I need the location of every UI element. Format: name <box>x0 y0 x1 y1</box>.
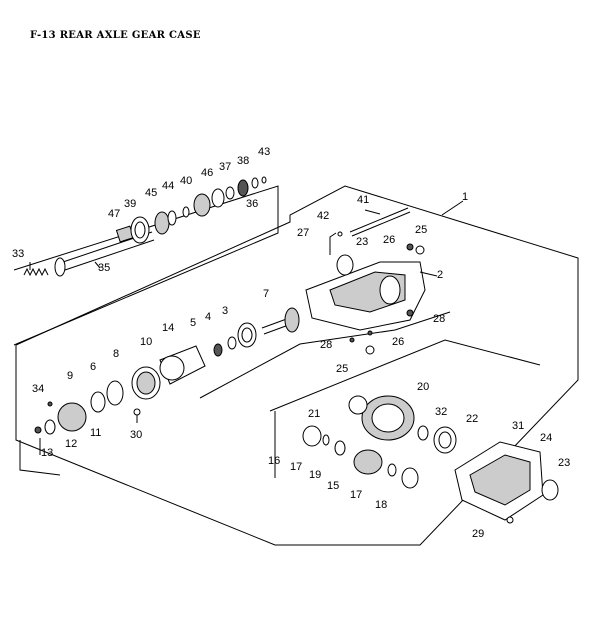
callout-26: 26 <box>383 234 395 246</box>
callout-8: 8 <box>113 348 119 360</box>
rod-41 <box>349 207 411 237</box>
housing-subgroup-outline <box>39 311 541 478</box>
callout-43: 43 <box>258 146 270 158</box>
callout-30: 30 <box>130 429 142 441</box>
callout-37: 37 <box>219 161 231 173</box>
callout-18: 18 <box>375 499 387 511</box>
callout-29: 29 <box>472 528 484 540</box>
callout-23-2: 23 <box>356 236 368 248</box>
main-assembly-outline <box>15 185 579 546</box>
callout-3: 3 <box>222 305 228 317</box>
callout-34: 34 <box>32 383 44 395</box>
callout-27: 27 <box>297 227 309 239</box>
bearings-22-32 <box>417 425 457 454</box>
callout-44: 44 <box>162 180 174 192</box>
callout-39: 39 <box>124 198 136 210</box>
callout-9: 9 <box>67 370 73 382</box>
callout-6: 6 <box>90 361 96 373</box>
callout-31: 31 <box>512 420 524 432</box>
middle-parts-row <box>34 322 257 435</box>
leader-lines <box>29 200 464 277</box>
diagram-title: F-13 REAR AXLE GEAR CASE <box>30 30 201 41</box>
callout-15: 15 <box>327 480 339 492</box>
axle-shaft-35 <box>54 225 155 277</box>
callout-20: 20 <box>417 381 429 393</box>
callout-11: 11 <box>90 427 101 439</box>
callout-4: 4 <box>205 311 211 323</box>
callout-47: 47 <box>108 208 120 220</box>
callout-46: 46 <box>201 167 213 179</box>
callout-14: 14 <box>162 322 174 334</box>
callout-7: 7 <box>263 288 269 300</box>
callout-45: 45 <box>145 187 157 199</box>
callout-23: 23 <box>558 457 570 469</box>
callout-16: 16 <box>268 455 280 467</box>
callout-35: 35 <box>98 262 110 274</box>
callout-13: 13 <box>41 447 53 459</box>
spring-33 <box>23 267 49 277</box>
callout-26-2: 26 <box>392 336 404 348</box>
callout-10: 10 <box>140 336 152 348</box>
callout-22: 22 <box>466 413 478 425</box>
pinion-15 <box>302 425 419 489</box>
small-fittings <box>329 231 425 355</box>
callout-36: 36 <box>246 198 258 210</box>
callout-40: 40 <box>180 175 192 187</box>
callout-28-2: 28 <box>320 339 332 351</box>
callout-1: 1 <box>462 191 468 203</box>
callout-28: 28 <box>433 313 445 325</box>
callout-33: 33 <box>12 248 24 260</box>
callout-5: 5 <box>190 317 196 329</box>
callout-17: 17 <box>290 461 302 473</box>
callout-41: 41 <box>357 194 369 206</box>
ring-gear-20 <box>348 395 415 441</box>
gear-case-cover-31 <box>454 441 559 524</box>
callout-25-2: 25 <box>336 363 348 375</box>
callout-24: 24 <box>540 432 552 444</box>
gear-case-housing-2 <box>305 254 426 331</box>
shaft-parts-row <box>130 176 267 244</box>
callout-25: 25 <box>415 224 427 236</box>
callout-32: 32 <box>435 406 447 418</box>
callout-42: 42 <box>317 210 329 222</box>
axle-shaft-group-outline <box>13 185 279 346</box>
callout-21: 21 <box>308 408 320 420</box>
input-shaft-7 <box>261 307 300 335</box>
callout-2: 2 <box>437 269 443 281</box>
callout-17-2: 17 <box>350 489 362 501</box>
callout-38: 38 <box>237 155 249 167</box>
callout-12: 12 <box>65 438 77 450</box>
callout-19: 19 <box>309 469 321 481</box>
